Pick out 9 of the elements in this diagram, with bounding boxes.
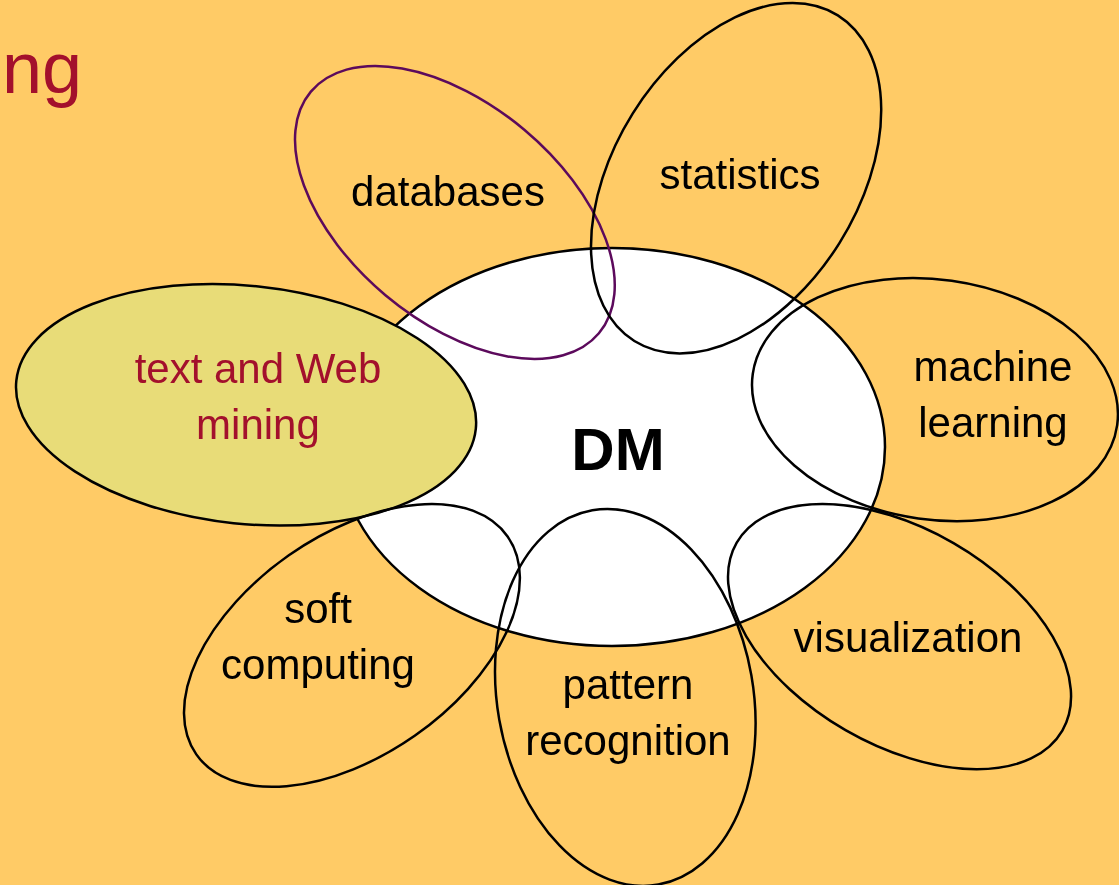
center-label: DM [570, 415, 666, 485]
petal-label: soft computing [220, 584, 416, 690]
petal-label: machine learning [912, 342, 1074, 448]
petal-label: visualization [792, 613, 1024, 663]
heading-fragment: ng [2, 28, 83, 108]
petal-label: pattern recognition [524, 660, 732, 766]
petal-label: statistics [658, 150, 822, 200]
petal-label: databases [350, 167, 546, 217]
petal-label: text and Web mining [133, 344, 383, 450]
